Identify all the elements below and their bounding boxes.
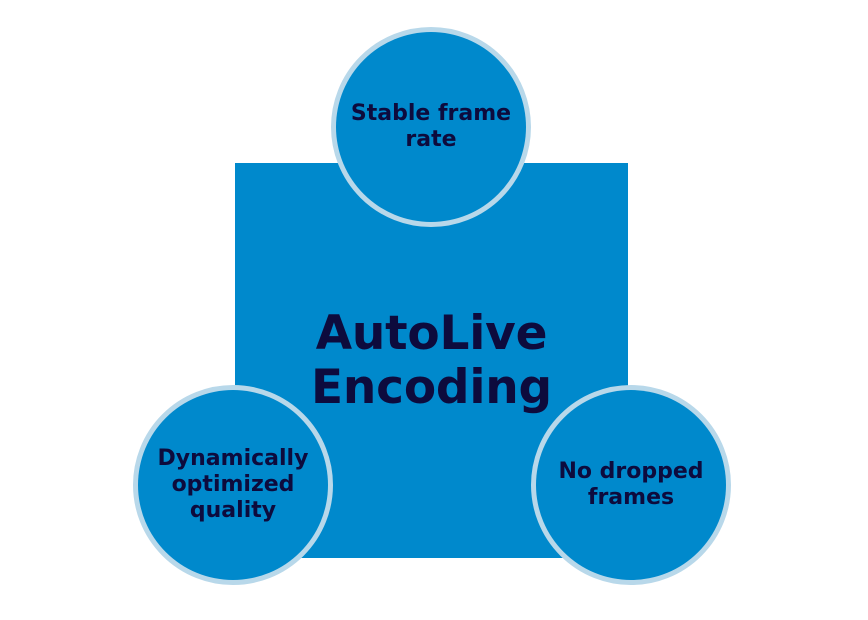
node-disc-bottom-right <box>536 390 726 580</box>
node-ring-bottom-right <box>531 385 731 585</box>
node-no-dropped-frames[interactable]: No dropped frames <box>531 385 731 585</box>
node-label-stable-frame-rate: Stable frame rate <box>350 101 512 152</box>
node-label-dynamically-optimized-quality: Dynamically optimized quality <box>157 446 309 523</box>
node-disc-bottom-left <box>138 390 328 580</box>
node-stable-frame-rate[interactable]: Stable frame rate <box>331 27 531 227</box>
node-disc-top <box>336 32 526 222</box>
node-ring-top <box>331 27 531 227</box>
node-ring-bottom-left <box>133 385 333 585</box>
node-label-no-dropped-frames: No dropped frames <box>558 459 704 510</box>
node-dynamically-optimized-quality[interactable]: Dynamically optimized quality <box>133 385 333 585</box>
